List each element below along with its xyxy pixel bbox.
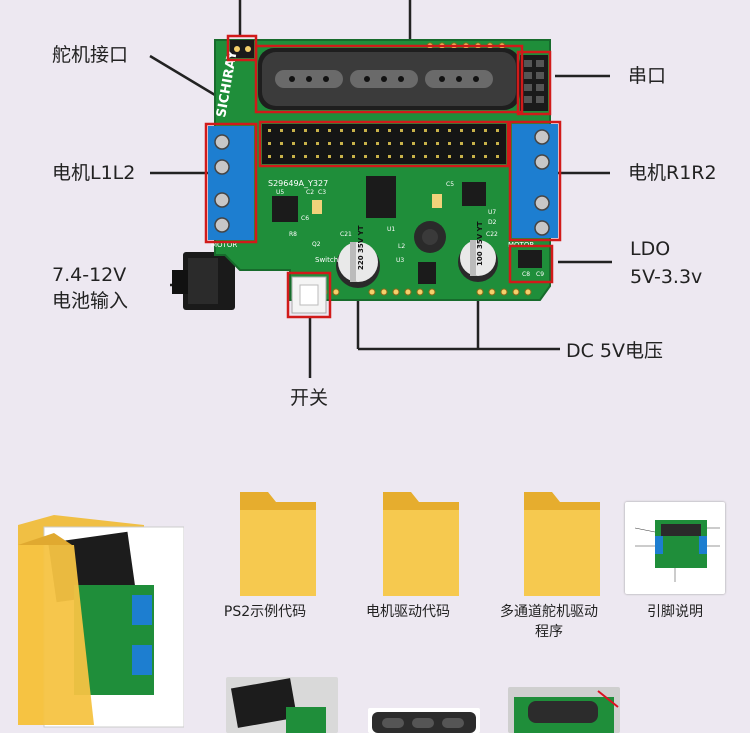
label-ldo-line2: 5V-3.3v xyxy=(630,266,703,288)
label-serial-port: 串口 xyxy=(628,65,667,87)
highlight-boxes xyxy=(204,34,562,319)
pcb-board: S29649A_Y327 Switch SICHIRAY MOTOR MOTOR… xyxy=(208,39,558,314)
label-switch: 开关 xyxy=(290,387,329,409)
open-folder-preview[interactable] xyxy=(14,505,184,730)
pin-thumbnail-graphic xyxy=(634,520,720,582)
photo-2-graphic xyxy=(372,712,476,733)
open-folder-graphic xyxy=(18,515,184,728)
svg-text:L2: L2 xyxy=(398,243,405,250)
label-ldo-line1: LDO xyxy=(630,238,671,260)
folder-caption-servo: 多通道舵机驱动 程序 xyxy=(500,604,598,640)
folder-servo-driver[interactable] xyxy=(484,490,614,602)
folder-caption-motor: 电机驱动代码 xyxy=(366,604,450,620)
pin-description-thumbnail[interactable] xyxy=(625,502,725,594)
svg-text:U5: U5 xyxy=(276,189,284,196)
folder-icon xyxy=(382,492,459,596)
svg-text:C9: C9 xyxy=(536,271,544,278)
label-battery-line2: 电池输入 xyxy=(52,290,129,312)
svg-text:C22: C22 xyxy=(486,231,498,238)
svg-text:D2: D2 xyxy=(488,219,497,226)
svg-text:C8: C8 xyxy=(522,271,530,278)
photo-thumbnail-1[interactable] xyxy=(226,677,338,733)
folder-caption-pins: 引脚说明 xyxy=(647,604,703,620)
capacitor-right xyxy=(458,240,498,282)
svg-text:U3: U3 xyxy=(396,257,404,264)
svg-text:Q2: Q2 xyxy=(312,241,321,248)
svg-text:C2: C2 xyxy=(306,189,314,196)
silk-motor: MOTOR xyxy=(211,241,237,249)
svg-text:C6: C6 xyxy=(301,215,309,222)
svg-text:C21: C21 xyxy=(340,231,352,238)
folder-motor-driver[interactable] xyxy=(343,490,473,602)
silk-model: S29649A_Y327 xyxy=(268,179,328,188)
cap-right-label: 100 35V YT xyxy=(476,221,484,266)
folder-ps2-example[interactable] xyxy=(200,490,330,602)
folder-icon xyxy=(523,492,600,596)
folder-caption-ps2: PS2示例代码 xyxy=(223,604,307,620)
svg-text:R8: R8 xyxy=(289,231,297,238)
photo-1-graphic xyxy=(230,678,326,733)
photo-3-graphic xyxy=(514,690,619,733)
svg-text:U7: U7 xyxy=(488,209,496,216)
power-jack xyxy=(172,252,235,310)
label-motor-right: 电机R1R2 xyxy=(628,162,717,184)
svg-text:U1: U1 xyxy=(387,226,395,233)
label-motor-left: 电机L1L2 xyxy=(52,162,136,184)
photo-thumbnail-2[interactable] xyxy=(368,708,480,733)
capacitor-left xyxy=(336,242,380,288)
label-servo-port: 舵机接口 xyxy=(52,44,129,66)
svg-text:C5: C5 xyxy=(446,181,454,188)
svg-text:C3: C3 xyxy=(318,189,326,196)
photo-thumbnail-3[interactable] xyxy=(508,687,620,733)
folder-icon xyxy=(239,492,316,596)
silk-switch: Switch xyxy=(315,256,338,264)
cap-left-label: 220 35V YT xyxy=(357,225,365,270)
label-battery-line1: 7.4-12V xyxy=(52,264,127,286)
label-dc5v: DC 5V电压 xyxy=(566,340,664,362)
